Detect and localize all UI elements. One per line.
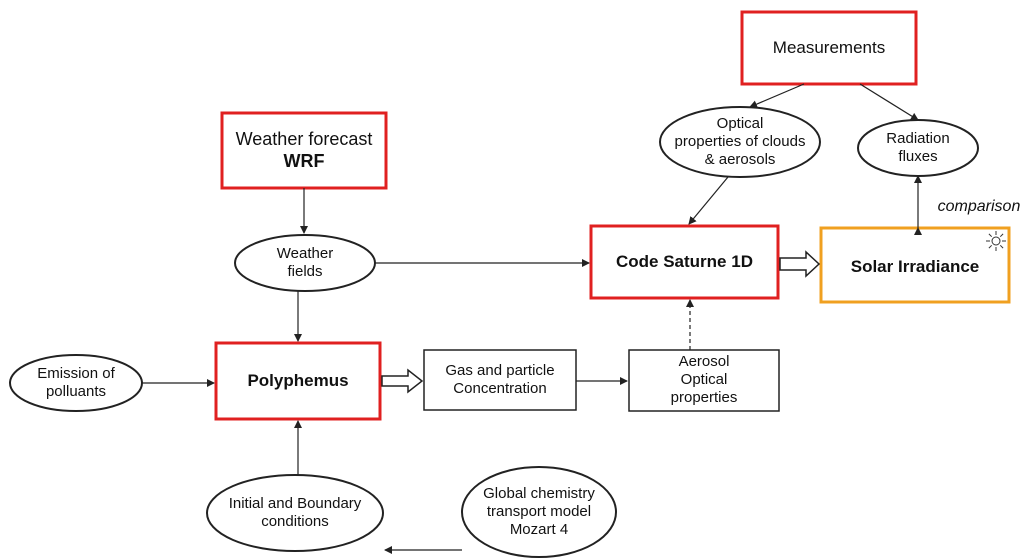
initial-boundary-line-1: Initial and Boundary — [228, 495, 362, 512]
global-chemistry-label: Global chemistry transport model Mozart … — [462, 477, 616, 547]
emission-line-2: polluants — [45, 383, 107, 400]
weather-forecast-line-1: Weather forecast — [235, 128, 373, 149]
solar-irradiance-text: Solar Irradiance — [850, 256, 980, 276]
hollow-arrow-polyphemus-gas — [381, 368, 424, 394]
weather-fields-line-2: fields — [287, 263, 323, 280]
global-chemistry-line-1: Global chemistry — [483, 485, 595, 502]
gas-particle-line-1: Gas and particle — [445, 362, 555, 379]
measurements-text: Measurements — [772, 37, 886, 57]
radiation-line-1: Radiation — [886, 130, 950, 147]
code-saturne-text: Code Saturne 1D — [616, 251, 753, 271]
weather-fields-line-1: Weather — [276, 245, 334, 262]
code-saturne-box — [589, 224, 780, 300]
wrf-text: WRF — [283, 150, 325, 171]
optical-line-1: Optical — [716, 115, 764, 132]
edge-optical-codesaturne — [688, 176, 729, 225]
edge-measurements-optical — [749, 83, 805, 108]
weather-forecast-box — [220, 111, 388, 190]
measurements-box — [740, 10, 918, 86]
initial-boundary-label: Initial and Boundary conditions — [207, 485, 383, 541]
emission-line-1: Emission of — [37, 365, 115, 382]
aerosol-optical-box — [628, 349, 780, 412]
sun-icon — [986, 231, 1006, 251]
gas-particle-box — [423, 349, 577, 411]
edge-measurements-radiation — [859, 83, 919, 121]
optical-line-2: properties of clouds — [674, 133, 806, 150]
measurements-label: Measurements — [742, 12, 916, 84]
weather-fields-label: Weather fields — [235, 235, 375, 291]
polyphemus-text: Polyphemus — [247, 370, 349, 390]
aerosol-line-3: properties — [670, 388, 738, 406]
initial-boundary-line-2: conditions — [261, 513, 329, 530]
polyphemus-box — [214, 341, 382, 421]
comparison-label: comparison — [924, 196, 1034, 218]
initial-boundary-ellipse — [206, 474, 384, 552]
aerosol-line-2: Optical — [680, 370, 728, 388]
global-chemistry-ellipse — [461, 466, 617, 558]
optical-properties-label: Optical properties of clouds & aerosols — [660, 107, 820, 177]
radiation-line-2: fluxes — [898, 148, 938, 165]
hollow-arrow-codesaturne-solar — [779, 250, 821, 278]
global-chemistry-line-2: transport model — [486, 503, 592, 520]
optical-line-3: & aerosols — [704, 151, 776, 168]
code-saturne-label: Code Saturne 1D — [591, 226, 778, 298]
emission-label: Emission of polluants — [10, 355, 142, 411]
radiation-fluxes-label: Radiation fluxes — [858, 120, 978, 176]
global-chemistry-line-3: Mozart 4 — [509, 521, 569, 538]
solar-irradiance-box — [819, 226, 1011, 304]
optical-properties-ellipse — [659, 106, 821, 178]
gas-particle-line-2: Concentration — [453, 380, 547, 397]
polyphemus-label: Polyphemus — [216, 343, 380, 419]
aerosol-line-1: Aerosol — [678, 352, 730, 370]
gas-particle-label: Gas and particle Concentration — [424, 350, 576, 410]
aerosol-optical-label: Aerosol Optical properties — [629, 348, 779, 411]
comparison-text: comparison — [937, 198, 1021, 216]
solar-irradiance-label: Solar Irradiance — [821, 230, 1009, 304]
weather-forecast-label: Weather forecast WRF — [222, 113, 386, 188]
